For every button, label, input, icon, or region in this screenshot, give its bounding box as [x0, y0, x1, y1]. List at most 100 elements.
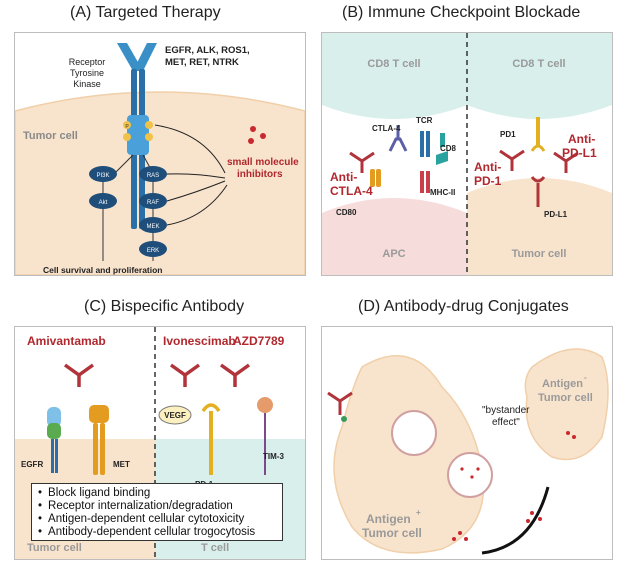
cd8-t-cell-right-label: CD8 T cell: [512, 58, 565, 70]
egfr-label: EGFR: [21, 460, 43, 469]
mechanism-list: Block ligand binding Receptor internaliz…: [31, 483, 283, 541]
mhc2-molecule: [420, 171, 430, 193]
ctla4-molecule: [388, 125, 408, 152]
ras-label: RAS: [147, 173, 159, 179]
met-receptor: [89, 405, 109, 475]
cd8-molecule: [436, 133, 448, 165]
tumor-cell-label: Tumor cell: [23, 130, 78, 142]
cd8-t-cell-left-label: CD8 T cell: [367, 58, 420, 70]
receptor-label-1: Receptor: [69, 57, 106, 67]
ivonescimab-label: Ivonescimab: [163, 334, 236, 348]
egfr-receptor: [47, 407, 61, 473]
anti-ctla4-label-2: CTLA-4: [330, 184, 373, 198]
tumor-cell-label-b: Tumor cell: [512, 248, 567, 260]
bystander-label-2: effect": [492, 417, 520, 428]
pd1-receptor: [201, 403, 221, 475]
antigen-neg-sup: -: [584, 373, 587, 382]
mechanism-item: Receptor internalization/degradation: [38, 500, 276, 513]
anti-pdl1-label-1: Anti-: [568, 132, 595, 146]
cd8-t-cell-right: [467, 33, 612, 119]
antigen-pos-label-1: Antigen: [366, 512, 411, 526]
akt-label: Akt: [99, 200, 108, 206]
bystander-label-1: "bystander: [482, 405, 530, 416]
erk-node: [139, 241, 167, 257]
rtk-targets-1: EGFR, ALK, ROS1,: [165, 45, 250, 56]
mechanism-item: Antigen-dependent cellular cytotoxicity: [38, 513, 276, 526]
panel-c-title: (C) Bispecific Antibody: [84, 298, 245, 315]
panel-d: "bystander effect" Antigen - Tumor cell …: [321, 326, 613, 560]
antigen-pos-label-2: Tumor cell: [362, 526, 422, 540]
rtk-targets-2: MET, RET, NTRK: [165, 57, 239, 68]
pi3k-label: PI3K: [96, 173, 109, 179]
cd8-t-cell-left: [322, 33, 467, 119]
anti-pdl1-label-2: PD-L1: [562, 146, 597, 160]
anti-pd1-label-2: PD-1: [474, 174, 502, 188]
pdl1-label: PD-L1: [544, 210, 568, 219]
met-label: MET: [113, 460, 130, 469]
ctla4-label: CTLA-4: [372, 124, 401, 133]
inhibitors-label-1: small molecule: [227, 157, 299, 168]
panel-b-title: (B) Immune Checkpoint Blockade: [342, 4, 581, 21]
amivantamab-antibody: [63, 363, 95, 387]
mhc2-label: MHC-II: [430, 188, 455, 197]
raf-node: [139, 193, 167, 209]
pd1-molecule: [530, 117, 546, 152]
inhibitors-label-2: inhibitors: [237, 169, 283, 180]
azd7789-antibody: [219, 363, 251, 387]
anti-pdl1-antibody: [553, 151, 579, 173]
vegf-ligand: [158, 405, 192, 425]
erk-label: ERK: [147, 248, 159, 254]
panel-a: Receptor Tyrosine Kinase EGFR, ALK, ROS1…: [14, 32, 306, 276]
pd1-label: PD1: [500, 130, 516, 139]
inhibitor-dots: [248, 126, 266, 144]
apc-cell: [322, 198, 467, 275]
tumor-cell-membrane: [15, 91, 305, 275]
mek-node: [139, 217, 167, 233]
cd8-label: CD8: [440, 144, 457, 153]
antigen-pos-sup: +: [416, 508, 421, 517]
antigen-neg-label-2: Tumor cell: [538, 392, 593, 404]
cd80-molecule: [370, 169, 381, 187]
outcome-label: Cell survival and proliferation: [43, 265, 163, 275]
receptor-tyrosine-kinase: [117, 43, 157, 229]
inhibition-arrows: [154, 124, 228, 226]
mechanism-item: Antibody-dependent cellular trogocytosis: [38, 526, 276, 539]
payload-release: [452, 431, 576, 541]
endosome: [391, 410, 437, 456]
tumor-cell-label-c: Tumor cell: [27, 542, 82, 554]
amivantamab-label: Amivantamab: [27, 334, 106, 348]
ivonescimab-antibody: [169, 363, 201, 387]
signaling-pathway: [89, 154, 167, 261]
adc-antibody: [327, 391, 353, 415]
akt-node: [89, 193, 117, 209]
phospho-label: P: [125, 124, 129, 130]
anti-pd1-antibody: [499, 149, 525, 171]
anti-ctla4-antibody: [349, 151, 375, 173]
antigen-neg-label-1: Antigen: [542, 378, 583, 390]
mechanism-item: Block ligand binding: [38, 487, 276, 500]
receptor-label-2: Tyrosine: [70, 68, 104, 78]
pi3k-node: [89, 166, 117, 182]
antigen-negative-tumor-cell: [524, 348, 609, 461]
tcr-molecule: [420, 131, 430, 157]
apc-label: APC: [382, 248, 405, 260]
panel-d-diagram: "bystander effect" Antigen - Tumor cell …: [327, 348, 609, 555]
anti-ctla4-label-1: Anti-: [330, 170, 357, 184]
receptor-label-3: Kinase: [73, 79, 101, 89]
tcr-label: TCR: [416, 116, 433, 125]
t-cell-label: T cell: [201, 542, 229, 554]
panel-c: Amivantamab EGFR MET Ivonescimab AZD7789…: [14, 326, 306, 560]
tumor-cell: [467, 178, 612, 275]
panel-a-title: (A) Targeted Therapy: [70, 4, 221, 21]
vegf-label: VEGF: [164, 411, 186, 420]
raf-label: RAF: [147, 200, 159, 206]
panel-d-title: (D) Antibody-drug Conjugates: [358, 298, 569, 315]
panel-b: CTLA-4 TCR CD8 Anti- CTLA-4 MHC-II CD80 …: [321, 32, 613, 276]
lysosome: [447, 452, 493, 498]
azd7789-label: AZD7789: [233, 334, 285, 348]
panel-a-diagram: Receptor Tyrosine Kinase EGFR, ALK, ROS1…: [15, 43, 305, 275]
panel-b-diagram: CTLA-4 TCR CD8 Anti- CTLA-4 MHC-II CD80 …: [322, 33, 612, 275]
cd80-label: CD80: [336, 208, 357, 217]
tim3-label: TIM-3: [263, 452, 284, 461]
anti-pd1-label-1: Anti-: [474, 160, 501, 174]
